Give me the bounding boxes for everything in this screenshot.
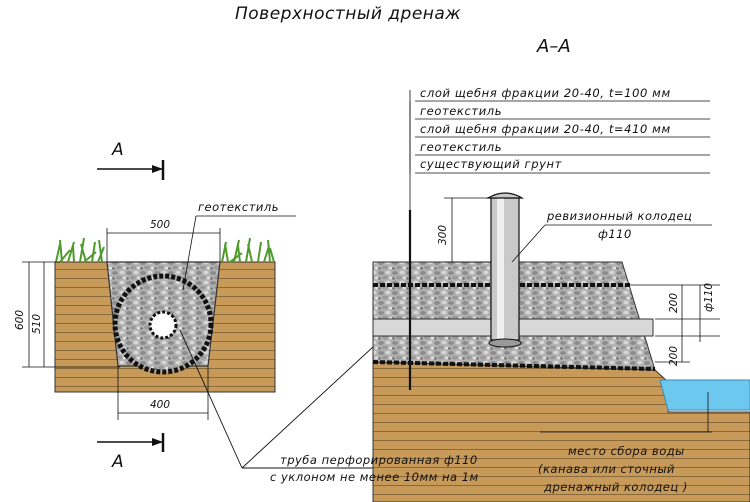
dim-well-height: 300	[437, 224, 449, 245]
left-dimensions	[22, 160, 296, 452]
inspection-well-diameter: ф110	[598, 227, 632, 241]
dim-gravel-depth: 510	[31, 313, 43, 334]
dim-layer-bottom: 200	[668, 345, 680, 366]
cut-marker-bottom: А	[112, 452, 124, 472]
geotextile-label: геотекстиль	[198, 200, 279, 214]
layer-gravel-top: слой щебня фракции 20-40, t=100 мм	[420, 86, 671, 100]
collection-type-label: (канава или сточный	[538, 462, 675, 476]
dim-total-depth: 600	[14, 309, 26, 330]
right-dimensions	[408, 90, 720, 433]
layer-existing-soil: существующий грунт	[420, 157, 562, 171]
pipe-label: труба перфорированная ф110	[280, 453, 478, 467]
layer-geotextile-2: геотекстиль	[420, 140, 503, 154]
drawing-title: Поверхностный дренаж	[235, 4, 462, 24]
section-label: А–А	[537, 36, 571, 57]
layer-gravel-main: слой щебня фракции 20-40, t=410 мм	[420, 122, 671, 136]
pipe-slope-label: с уклоном не менее 10мм на 1м	[270, 470, 479, 484]
collection-label: место сбора воды	[568, 444, 685, 458]
dim-layer-top: 200	[668, 292, 680, 313]
grass-left	[55, 237, 105, 263]
cut-marker-top: А	[112, 140, 124, 160]
collection-well-label: дренажный колодец )	[544, 480, 688, 494]
grass-right	[221, 237, 275, 263]
layer-geotextile-1: геотекстиль	[420, 104, 503, 118]
dim-pipe-diameter: ф110	[703, 282, 715, 312]
inspection-well-label: ревизионный колодец	[547, 209, 693, 223]
trench-section	[54, 261, 276, 393]
dim-top-width: 500	[150, 219, 171, 231]
dim-bottom-width: 400	[150, 399, 171, 411]
